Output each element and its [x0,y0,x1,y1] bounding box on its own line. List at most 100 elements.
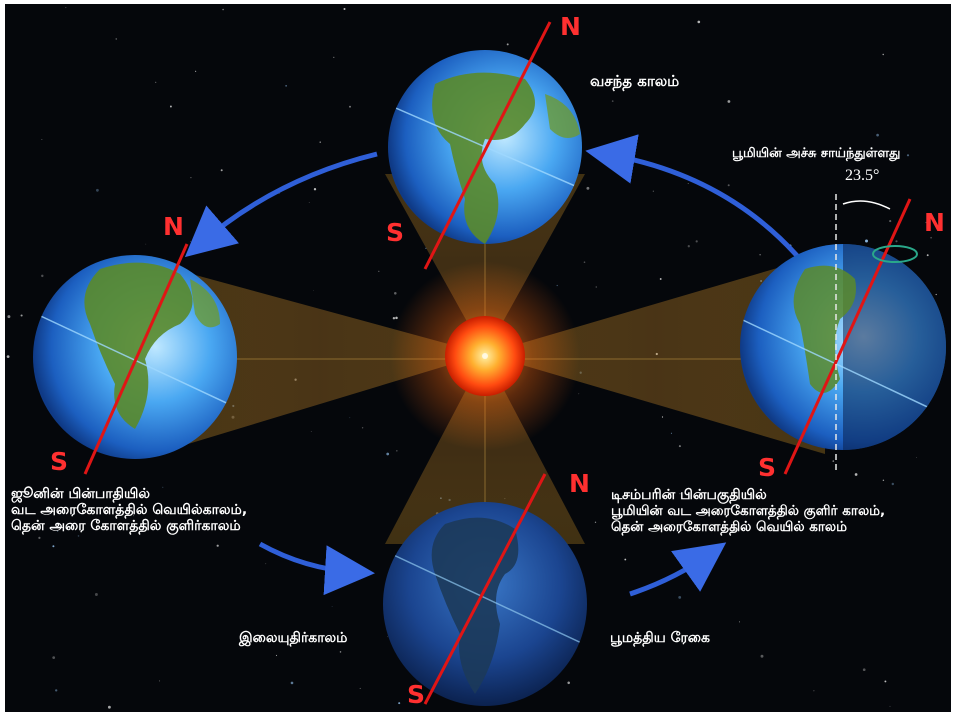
star [916,457,917,458]
star [331,606,333,608]
star [583,261,586,264]
star [652,190,654,192]
star [57,530,59,532]
star [739,621,740,623]
star [930,236,932,239]
june-line-1: ஜூனின் பின்பாதியில் [11,486,151,502]
star [159,680,161,682]
earth-globe-icon [740,194,946,475]
star [678,445,681,448]
star [611,100,614,102]
star [392,317,396,320]
star [895,240,898,243]
star [556,284,558,287]
star [394,292,397,295]
star [733,528,736,532]
star [361,427,364,429]
star [697,20,701,24]
star [52,656,56,659]
north-pole-label: N [924,208,945,237]
rotation-arrow-icon [872,245,918,263]
star [265,563,267,565]
star [41,139,43,140]
rotation-arrow-icon [842,200,891,210]
star [678,596,682,599]
star [906,154,910,157]
star [190,176,192,179]
star [285,85,287,87]
south-pole-label: S [50,447,69,476]
star [20,314,23,317]
star [624,558,627,561]
star [595,286,597,288]
star [876,133,879,137]
star [222,8,224,11]
star [865,239,868,243]
equator-label: பூமத்திய ரேகை [610,630,710,646]
star [695,240,698,243]
december-line-2: பூமியின் வட அரைகோளத்தில் குளிர் காலம், [611,503,886,519]
star [578,393,580,395]
star [760,654,764,658]
star [398,702,401,705]
star [882,479,885,482]
star [387,636,388,638]
earth-globe-icon [388,21,582,270]
orbit-arrows [184,134,802,597]
star [145,243,147,245]
star [55,689,58,692]
star [567,681,570,685]
spring-label: வசந்த காலம் [590,72,680,90]
star [891,482,895,486]
star [687,183,689,184]
star [313,289,314,291]
star [169,105,172,108]
star [586,186,590,190]
star [319,141,321,143]
sun-icon [390,261,580,451]
star [378,270,380,272]
star [679,493,681,495]
star [7,315,11,319]
star [832,460,835,462]
star [188,250,191,253]
orbit-arrow-icon [184,151,378,258]
star [115,38,117,40]
north-pole-label: N [163,212,184,241]
star [216,544,219,547]
star [727,100,731,103]
star [65,7,67,9]
star [195,70,197,72]
earth-globe-icon [33,243,237,475]
tilt-angle-label: 23.5° [845,167,880,184]
star [349,417,351,419]
star [670,432,672,434]
star [162,486,164,488]
star [349,105,351,108]
star [821,150,825,154]
orbit-arrow-icon [585,134,802,261]
star [107,705,111,709]
june-line-3: தென் அரை கோளத்தில் குளிர்காலம் [11,518,241,534]
star [659,278,662,280]
star [889,705,891,707]
star [759,254,761,256]
star [96,188,99,192]
star [386,452,390,456]
south-pole-label: S [407,680,426,709]
star [506,43,509,46]
star [647,529,649,531]
star [77,535,80,537]
axis-tilt-label: பூமியின் அச்சு சாய்ந்துள்ளது [732,146,901,161]
star [275,654,278,657]
star [727,184,730,187]
star [52,545,55,548]
june-line-2: வட அரைகோளத்தில் வெயில்காலம், [11,502,248,518]
star [308,202,310,204]
star [882,53,884,56]
star [220,169,223,172]
star [935,293,937,296]
star [343,7,346,11]
star [38,536,41,540]
star [79,498,80,500]
